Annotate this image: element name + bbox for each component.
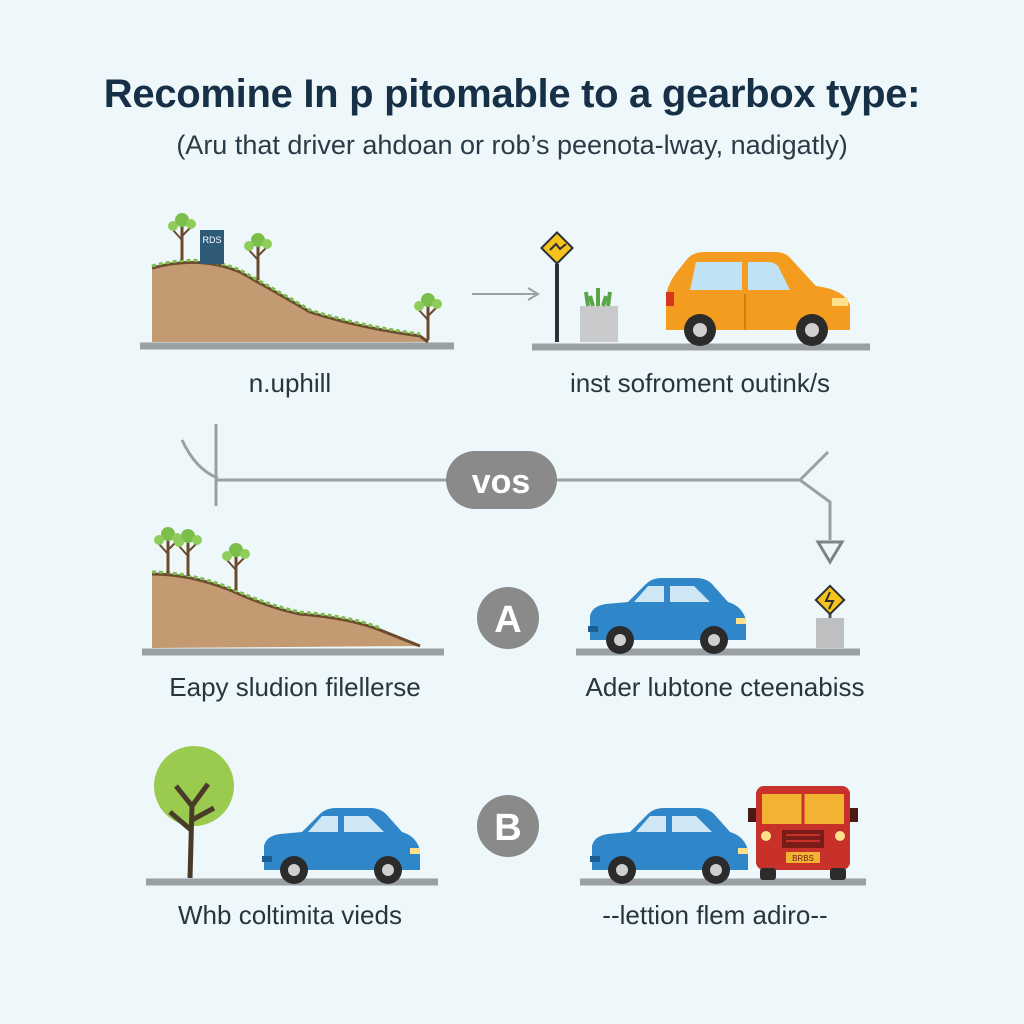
badge-a: A [477, 587, 539, 649]
svg-text:B: B [494, 807, 521, 849]
caption-bottom-left: Whb coltimita vieds [178, 900, 402, 930]
caption-middle-left: Eapy sludion filellerse [169, 672, 421, 702]
uphill-scene-top: RDS [140, 211, 454, 350]
caption-middle-right: Ader lubtone cteenabiss [585, 672, 865, 702]
hatchback-car-icon [590, 808, 748, 884]
hatchback-car-icon [588, 578, 746, 654]
vs-label: vos [472, 463, 531, 501]
bus-icon: BRBS [748, 786, 858, 880]
tree-icon [242, 231, 274, 282]
badge-b: B [477, 795, 539, 857]
tree-icon [154, 746, 234, 879]
divider-connector: vos [180, 424, 845, 565]
car-bus-scene: BRBS [580, 786, 866, 886]
hatchback-car-icon [666, 252, 850, 346]
warning-sign-icon [814, 584, 846, 648]
car-scene-top [532, 231, 870, 351]
svg-text:A: A [494, 599, 521, 641]
signboard-icon: RDS [200, 230, 224, 264]
planter-icon [580, 288, 618, 342]
uphill-scene-middle [142, 525, 444, 656]
hatchback-car-icon [262, 808, 420, 884]
tree-icon [220, 541, 252, 592]
tree-icon [166, 211, 198, 262]
page-title: Recomine In p pitomable to a gearbox typ… [103, 72, 921, 116]
caption-top-right: inst sofroment outink/s [569, 368, 831, 398]
caption-uphill: n.uphill [248, 368, 332, 398]
page-subtitle: (Aru that driver ahdoan or rob’s peenota… [176, 130, 848, 160]
tree-icon [152, 525, 184, 576]
tree-car-scene [146, 746, 438, 886]
car-scene-middle [576, 578, 860, 656]
hill-icon [152, 262, 428, 342]
warning-sign-icon [540, 231, 574, 342]
caption-bottom-right: --lettion flem adiro-- [602, 900, 828, 930]
bus-plate: BRBS [792, 854, 814, 863]
arrow-icon [472, 287, 540, 301]
sign-label: RDS [202, 235, 221, 245]
